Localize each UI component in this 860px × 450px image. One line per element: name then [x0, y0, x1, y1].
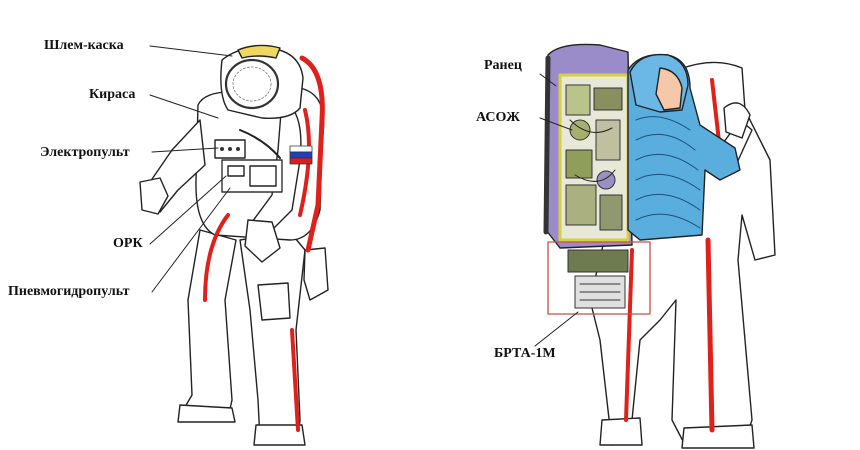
left-leader-lines — [149, 45, 233, 293]
label-asozh: АСОЖ — [476, 110, 520, 125]
front-suit-side-bag — [303, 247, 329, 301]
inner-suit-hoses — [635, 116, 701, 229]
back-suit-stripe-left — [624, 248, 634, 422]
label-ork: ОРК — [113, 236, 143, 251]
front-suit-left-boot — [177, 404, 236, 423]
label-backpack: Ранец — [484, 58, 522, 73]
right-leader-lines — [534, 73, 579, 347]
label-electro-panel: Электропульт — [40, 145, 130, 160]
asozh-machinery — [565, 84, 623, 231]
back-suit-right-boot — [681, 424, 755, 449]
back-suit-glove — [723, 102, 751, 139]
label-brta: БРТА-1М — [494, 346, 556, 361]
label-cuirass: Кираса — [89, 87, 136, 102]
leader-electro — [151, 147, 219, 153]
back-suit-stripe-right — [705, 237, 715, 433]
flag-stripe-white — [289, 145, 313, 153]
flag-stripe-red — [289, 157, 313, 165]
front-suit-stripe-leg-left — [203, 213, 230, 302]
inner-suit-face — [655, 67, 683, 111]
brta-box — [547, 241, 651, 315]
russian-flag-patch — [289, 145, 313, 165]
back-suit-left-boot — [599, 417, 643, 446]
leader-pneumo — [151, 187, 231, 293]
label-helmet: Шлем-каска — [44, 38, 124, 53]
front-suit-stripe-leg-right — [290, 328, 300, 432]
front-suit-helmet-gold — [237, 44, 281, 59]
front-suit — [139, 44, 329, 446]
brta-machinery — [567, 249, 629, 309]
front-suit-stripe-shoulder — [299, 55, 325, 253]
leader-cuirass — [149, 94, 219, 119]
flag-stripe-blue — [289, 151, 313, 159]
front-suit-left-glove — [139, 177, 169, 215]
front-suit-pocket — [257, 282, 291, 321]
leader-ork — [149, 175, 227, 245]
leader-ranets — [539, 73, 557, 87]
leader-brta — [534, 311, 579, 347]
leader-helmet — [149, 45, 233, 57]
back-suit — [543, 43, 776, 449]
front-suit-right-boot — [253, 424, 306, 446]
label-pneumohydro-panel: Пневмогидропульт — [8, 284, 130, 299]
leader-asozh — [539, 117, 573, 131]
front-suit-right-glove — [244, 219, 281, 263]
